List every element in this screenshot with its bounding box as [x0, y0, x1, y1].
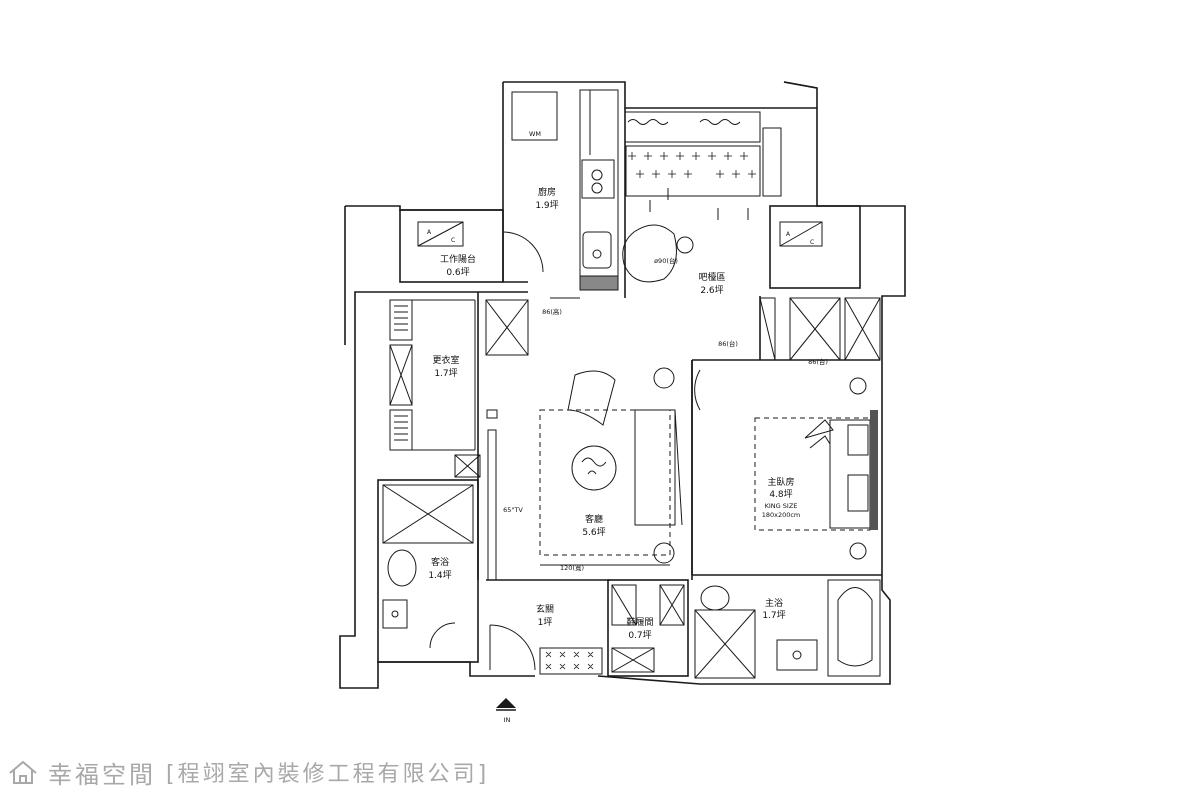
guest-bath-area: 1.4坪 [428, 570, 451, 581]
annotation-labels: WM A C A C 65"TV ø90(台) 86(高) 86(台) 86(台… [427, 130, 828, 572]
closet-area: 1.7坪 [434, 368, 457, 379]
shoe-name: 鞋履間 [626, 616, 653, 628]
kitchen-name: 廚房 [538, 186, 556, 198]
living-name: 客廳 [585, 513, 603, 525]
entrance-label: IN [504, 716, 511, 724]
dining-name: 吧檯區 [698, 271, 725, 283]
entrance-arrow-icon [496, 698, 516, 708]
entry-name: 玄關 [536, 603, 554, 615]
dining-fixtures [622, 111, 881, 361]
closet-name: 更衣室 [432, 354, 459, 366]
master-bath-name: 主浴 [765, 597, 783, 609]
dim-120-label: 120(寬) [560, 563, 584, 572]
entry-area: 1坪 [538, 617, 553, 628]
ac-c-label-right: C [810, 239, 814, 246]
tv-label: 65"TV [503, 506, 523, 514]
kitchen-fixtures [502, 89, 619, 291]
exterior-walls [339, 81, 906, 689]
company-name: [程翊室內裝修工程有限公司] [166, 762, 490, 787]
master-bed-size: 180x200cm [762, 511, 801, 519]
watermark-footer: 幸福空間 [程翊室內裝修工程有限公司] [8, 757, 490, 789]
room-labels: 廚房 1.9坪 工作陽台 0.6坪 吧檯區 2.6坪 更衣室 1.7坪 客廳 5… [428, 186, 800, 641]
entry-fixtures [489, 579, 689, 677]
master-bed: KING SIZE [765, 502, 798, 510]
wm-label: WM [529, 130, 541, 138]
living-area: 5.6坪 [582, 527, 605, 538]
master-fixtures [691, 359, 882, 576]
house-logo-icon [9, 760, 37, 784]
brand-name: 幸福空間 [48, 760, 156, 789]
closet-fixtures [389, 299, 529, 478]
master-area: 4.8坪 [769, 489, 792, 500]
interior-walls [378, 281, 761, 581]
ac-a-label-right: A [786, 231, 791, 238]
entrance-marker: IN [496, 698, 516, 724]
living-fixtures [486, 367, 683, 581]
dim-86-a-label: 86(高) [542, 307, 562, 316]
master-bath-area: 1.7坪 [762, 610, 785, 621]
ac-c-label-left: C [451, 237, 455, 244]
master-bath-fixtures [694, 579, 881, 679]
dining-area: 2.6坪 [700, 285, 723, 296]
master-name: 主臥房 [767, 476, 794, 488]
guest-bath-name: 客浴 [431, 556, 449, 568]
shoe-area: 0.7坪 [628, 630, 651, 641]
dim-86-b-label: 86(台) [718, 339, 738, 348]
balcony-name: 工作陽台 [440, 253, 476, 265]
ac-a-label-left: A [427, 229, 432, 236]
balcony-area: 0.6坪 [446, 267, 469, 278]
dim-86-c-label: 86(台) [808, 357, 828, 366]
dim-90-label: ø90(台) [654, 256, 678, 265]
kitchen-area: 1.9坪 [535, 200, 558, 211]
